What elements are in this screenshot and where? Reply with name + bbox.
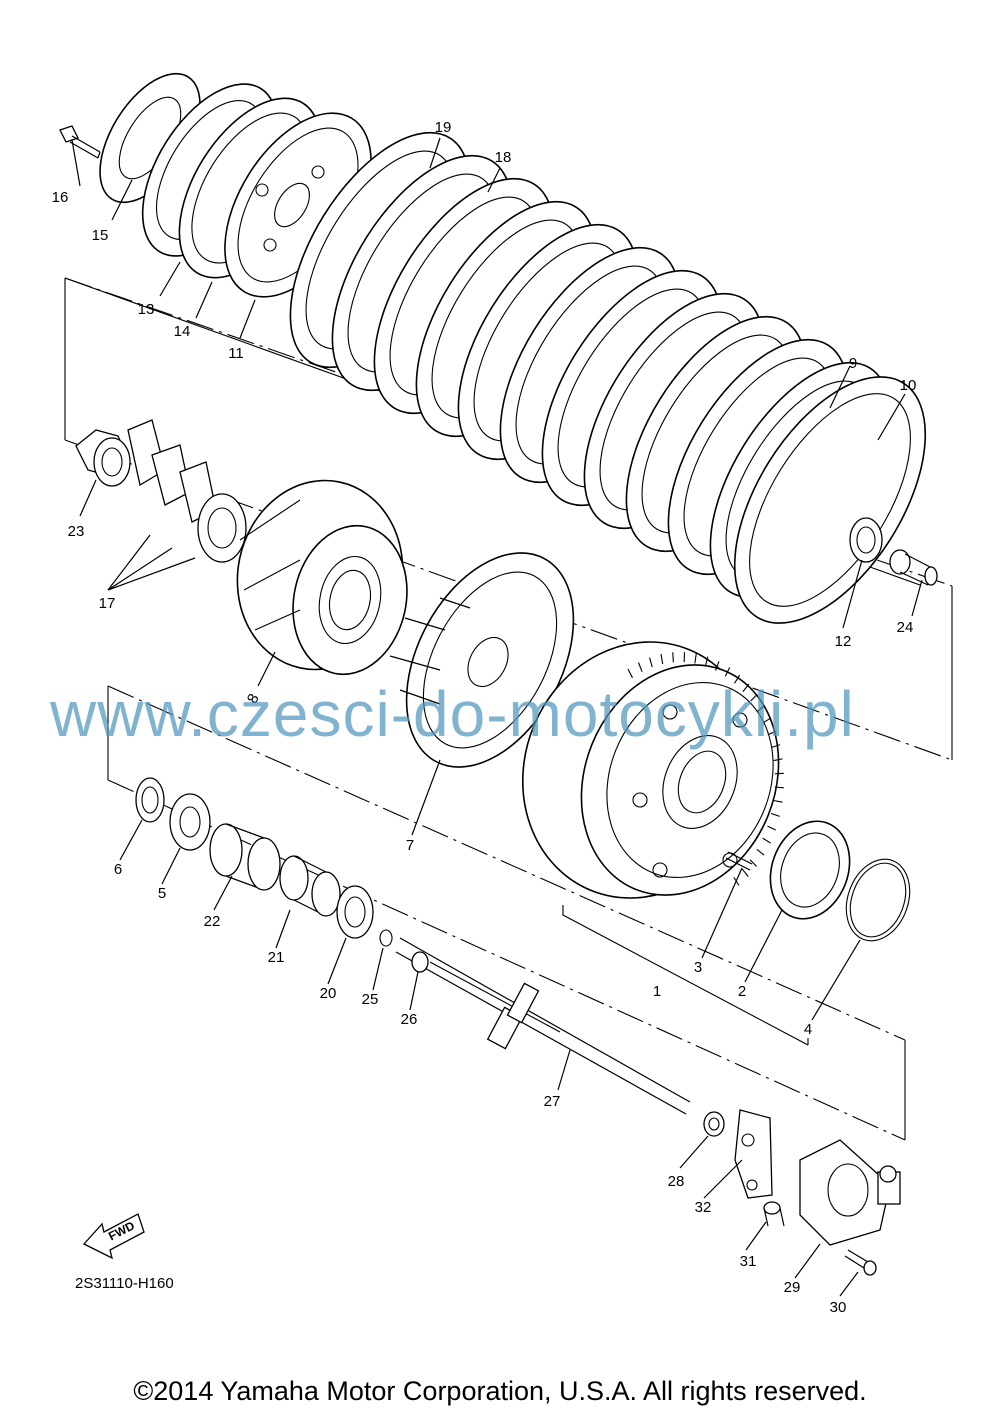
gear-tooth (750, 693, 758, 702)
callout-1: 1 (653, 983, 661, 1000)
callout-31: 31 (740, 1253, 757, 1270)
callout-6: 6 (114, 861, 122, 878)
push-rod-24 (889, 549, 938, 586)
gear-tooth (672, 652, 674, 663)
gear-tooth (762, 717, 772, 724)
gear-tooth (773, 758, 783, 762)
nut-23 (75, 429, 131, 487)
callout-20: 20 (320, 985, 337, 1002)
callout-11: 11 (228, 345, 244, 362)
callout-24: 24 (897, 619, 914, 636)
callout-18: 18 (495, 149, 512, 166)
gear-tooth (771, 744, 781, 748)
friction-plate-stack (289, 131, 891, 599)
gear-tooth (694, 653, 697, 664)
callout-12: 12 (835, 633, 852, 650)
gear-tooth (742, 683, 750, 692)
leader-lines (71, 137, 923, 1297)
diagram-code: 2S31110-H160 (75, 1275, 174, 1292)
gear-tooth (762, 837, 771, 844)
clutch-housing-1 (521, 641, 780, 899)
gear-teeth-1 (627, 652, 784, 886)
clutch-boss-8 (236, 479, 408, 676)
callout-15: 15 (92, 227, 109, 244)
washer-20 (336, 885, 374, 939)
callout-30: 30 (830, 1299, 847, 1316)
gear-tooth (774, 772, 784, 775)
callout-16: 16 (52, 189, 69, 206)
spacer-21 (279, 855, 341, 917)
gear-2 (769, 820, 851, 920)
gear-tooth (649, 657, 653, 668)
bracket-32 (734, 1109, 773, 1199)
callout-9: 9 (849, 355, 857, 372)
callout-17: 17 (99, 595, 116, 612)
callout-22: 22 (204, 913, 221, 930)
gear-tooth (638, 662, 643, 672)
callout-3: 3 (694, 959, 702, 976)
gear-tooth (734, 674, 741, 684)
gear-tooth (774, 786, 784, 789)
callout-labels: 1 2 3 4 5 6 7 8 9 10 11 12 13 14 15 16 1… (52, 119, 917, 1316)
callout-7: 7 (406, 837, 414, 854)
circlip-4 (845, 858, 911, 942)
callout-25: 25 (362, 991, 379, 1008)
callout-27: 27 (544, 1093, 561, 1110)
needle-bearing-22 (209, 823, 281, 891)
gear-tooth (715, 661, 720, 671)
fwd-arrow-icon: FWD (82, 1213, 145, 1260)
callout-4: 4 (804, 1021, 812, 1038)
oil-seal-28 (703, 1111, 725, 1137)
gear-tooth (767, 730, 777, 736)
watermark-text: www.czesci-do-motocykli.pl (49, 678, 855, 750)
callout-14: 14 (174, 323, 191, 340)
gear-tooth (756, 848, 765, 856)
gear-tooth (756, 705, 766, 712)
screw-30 (844, 1249, 877, 1276)
dowel-31 (763, 1201, 785, 1227)
callout-23: 23 (68, 523, 85, 540)
gear-tooth (724, 667, 731, 677)
callout-28: 28 (668, 1173, 685, 1190)
thrust-plate-5 (169, 793, 211, 851)
gear-tooth (660, 654, 664, 665)
pressure-plate-7 (389, 552, 575, 768)
ring-25 (379, 929, 393, 947)
gear-tooth (767, 825, 776, 831)
callout-2: 2 (738, 983, 746, 1000)
gear-tooth (704, 656, 709, 667)
callout-19: 19 (435, 119, 452, 136)
callout-21: 21 (268, 949, 285, 966)
callout-10: 10 (900, 377, 917, 394)
assembly-frame-primary-gear (562, 905, 809, 1046)
callout-32: 32 (695, 1199, 712, 1216)
lock-washer-17 (107, 419, 247, 591)
main-axle-27 (395, 937, 691, 1115)
gear-tooth (773, 799, 783, 803)
washer-6 (135, 777, 165, 823)
bearing-12 (849, 517, 883, 563)
callout-29: 29 (784, 1279, 801, 1296)
gear-tooth (627, 668, 633, 679)
callout-26: 26 (401, 1011, 418, 1028)
copyright-notice: ©2014 Yamaha Motor Corporation, U.S.A. A… (133, 1376, 867, 1406)
pin-3 (725, 851, 753, 871)
push-lever-assy-29 (799, 1139, 901, 1246)
callout-13: 13 (138, 301, 155, 318)
gear-tooth (749, 859, 758, 867)
gear-tooth (770, 812, 780, 817)
gear-tooth (741, 868, 749, 877)
callout-5: 5 (158, 885, 166, 902)
bolt-16 (59, 125, 101, 159)
